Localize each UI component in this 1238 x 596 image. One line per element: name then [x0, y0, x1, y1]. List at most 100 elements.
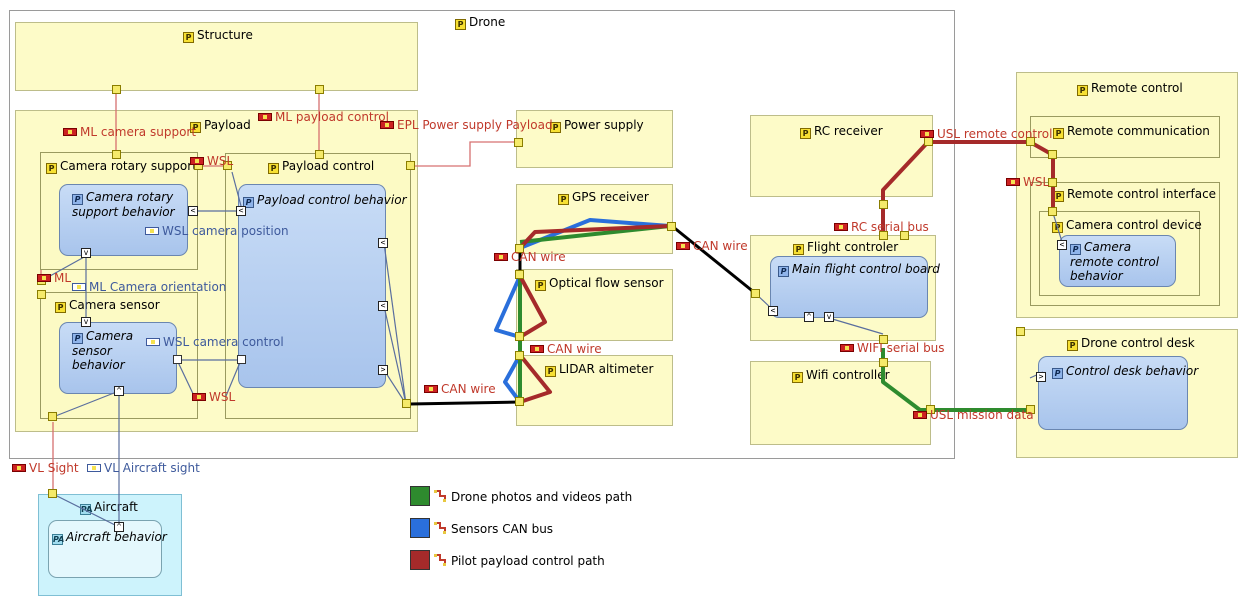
main-flight-control-board-box[interactable] — [770, 256, 928, 318]
aircraft-behavior-box[interactable] — [48, 520, 162, 578]
port[interactable] — [515, 244, 524, 253]
port[interactable] — [751, 289, 760, 298]
epl-power-supply-label: EPL Power supply Payload — [380, 118, 553, 132]
port-up-icon[interactable]: ^ — [114, 386, 124, 396]
port[interactable] — [515, 397, 524, 406]
port[interactable] — [879, 335, 888, 344]
link-icon — [146, 338, 160, 346]
port[interactable] — [406, 161, 415, 170]
usl-mission-data-label: USL mission data — [913, 408, 1034, 422]
port[interactable] — [879, 231, 888, 240]
link-icon — [840, 344, 854, 352]
port-down-icon[interactable]: v — [824, 312, 834, 322]
port-up-icon[interactable]: ^ — [114, 522, 124, 532]
port[interactable] — [1048, 207, 1057, 216]
flow-port[interactable] — [173, 355, 182, 364]
link-icon — [494, 253, 508, 261]
port-down-icon[interactable]: v — [81, 317, 91, 327]
structure-box[interactable] — [15, 22, 418, 91]
port-in-icon[interactable]: < — [378, 301, 388, 311]
sensor-to-sight-link — [52, 390, 120, 418]
port-in-icon[interactable]: < — [768, 306, 778, 316]
legend-swatch-green — [410, 486, 430, 506]
epl-power-supply-line[interactable] — [410, 141, 518, 167]
port[interactable] — [48, 489, 57, 498]
payload-inner-link-3 — [383, 305, 407, 405]
port[interactable] — [1016, 327, 1025, 336]
port[interactable] — [900, 231, 909, 240]
lidar-altimeter-box[interactable] — [516, 355, 673, 426]
physical-component-icon: P — [792, 372, 803, 383]
power-supply-box[interactable] — [516, 110, 673, 168]
drone-photos-path-wifi — [881, 348, 1030, 412]
ml-label: ML — [37, 271, 71, 285]
sensors-can-bus-path-optical — [494, 275, 522, 339]
physical-component-icon: P — [268, 163, 279, 174]
can-wire-payload-label: CAN wire — [424, 382, 496, 396]
port[interactable] — [402, 399, 411, 408]
legend-swatch-red — [410, 550, 430, 570]
port[interactable] — [515, 332, 524, 341]
rc-receiver-box[interactable] — [750, 115, 933, 197]
port[interactable] — [879, 358, 888, 367]
port[interactable] — [515, 270, 524, 279]
port-out-icon[interactable]: > — [1036, 372, 1046, 382]
port[interactable] — [1026, 405, 1035, 414]
port[interactable] — [1026, 137, 1035, 146]
physical-component-icon: P — [46, 163, 57, 174]
port[interactable] — [315, 85, 324, 94]
port-out-icon[interactable]: > — [378, 365, 388, 375]
port[interactable] — [315, 150, 324, 159]
port[interactable] — [514, 138, 523, 147]
behavior-component-icon: P — [1052, 368, 1063, 379]
sensors-can-bus-path-lidar — [503, 354, 522, 404]
port[interactable] — [1048, 178, 1057, 187]
port[interactable] — [48, 412, 57, 421]
camera-remote-control-behavior-box[interactable] — [1059, 235, 1176, 287]
port-down-icon[interactable]: v — [81, 248, 91, 258]
payload-control-behavior-box[interactable] — [238, 184, 386, 388]
port-in-icon[interactable]: < — [378, 238, 388, 248]
can-wire-gps-flight[interactable] — [671, 224, 756, 295]
port[interactable] — [926, 405, 935, 414]
port[interactable] — [879, 200, 888, 209]
port[interactable] — [515, 351, 524, 360]
payload-to-wsl-link — [225, 359, 242, 397]
link-icon — [920, 130, 934, 138]
port-up-icon[interactable]: ^ — [804, 312, 814, 322]
port-in-icon[interactable]: < — [236, 206, 246, 216]
payload-inner-link-4 — [383, 369, 407, 405]
wifi-controller-box[interactable] — [750, 361, 931, 445]
physical-component-icon: P — [55, 302, 66, 313]
pilot-path-rc — [881, 140, 930, 240]
link-icon — [834, 223, 848, 231]
port[interactable] — [667, 222, 676, 231]
port[interactable] — [112, 85, 121, 94]
port[interactable] — [1048, 150, 1057, 159]
path-icon — [434, 490, 446, 502]
port[interactable] — [223, 161, 232, 170]
legend-label: Pilot payload control path — [451, 554, 605, 568]
flow-port[interactable] — [237, 355, 246, 364]
control-desk-behavior-box[interactable] — [1038, 356, 1188, 430]
link-icon — [12, 464, 26, 472]
port[interactable] — [112, 150, 121, 159]
port-in-icon[interactable]: < — [1057, 240, 1067, 250]
port-in-icon[interactable]: < — [188, 206, 198, 216]
wsl-bottom-label: WSL — [192, 390, 235, 404]
can-wire-payload-lidar[interactable] — [409, 400, 521, 406]
port[interactable] — [37, 290, 46, 299]
wifi-serial-bus-label: WIFI serial bus — [840, 341, 945, 355]
physical-component-icon: P — [793, 244, 804, 255]
link-icon — [63, 128, 77, 136]
